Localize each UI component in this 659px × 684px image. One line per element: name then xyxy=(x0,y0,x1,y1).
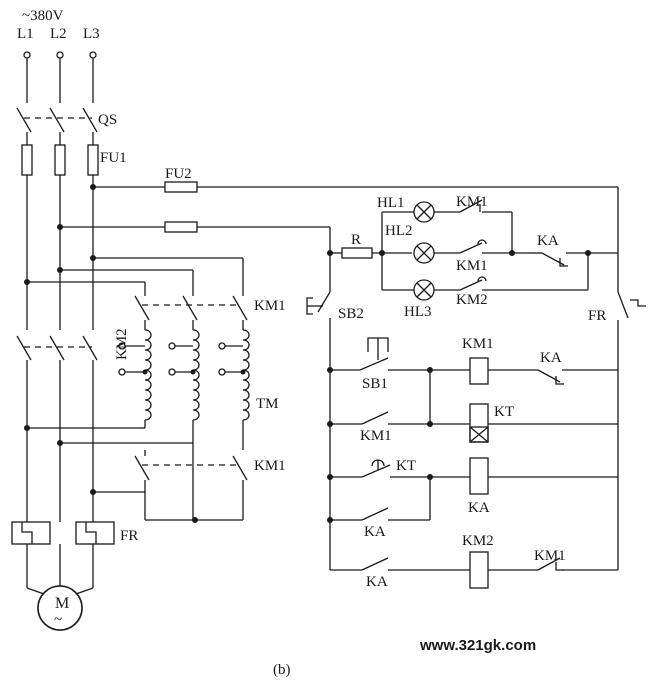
sb1-label: SB1 xyxy=(362,376,388,392)
fr-control-contact: FR xyxy=(588,291,646,324)
hl2-lamp xyxy=(413,242,435,264)
tm-coil-1 xyxy=(144,329,152,421)
main-circuit: QS FU1 KM2 xyxy=(11,58,243,631)
figure-caption: (b) xyxy=(273,662,291,678)
autotransformer-section: KM1 TM KM1 xyxy=(118,258,286,523)
hl1-label: HL1 xyxy=(377,195,405,211)
fu1-fuses: FU1 xyxy=(21,144,127,176)
power-supply: ~380V L1 L2 L3 xyxy=(17,8,100,59)
km1-hl2-label: KM1 xyxy=(456,258,488,274)
resistor-r xyxy=(341,247,373,259)
km2-main-contacts: KM2 xyxy=(16,328,130,361)
tm-coil-3 xyxy=(242,329,250,421)
hl2-label: HL2 xyxy=(385,223,413,239)
hl3-label: HL3 xyxy=(404,304,432,320)
km1-hl1-label: KM1 xyxy=(456,194,488,210)
qs-isolator: QS xyxy=(16,107,117,145)
km1-coil xyxy=(469,357,489,385)
fr-ctrl-label: FR xyxy=(588,308,606,324)
terminal-l1 xyxy=(23,51,31,59)
terminal-l2 xyxy=(56,51,64,59)
ka-coil xyxy=(469,457,489,495)
ka-lamp-label: KA xyxy=(537,233,559,249)
kt-coil xyxy=(469,403,489,443)
kt-contact-label: KT xyxy=(396,458,416,474)
fu2-label: FU2 xyxy=(165,166,192,182)
ka-r1-label: KA xyxy=(540,350,562,366)
km2-coil xyxy=(469,551,489,589)
km1-coil-label: KM1 xyxy=(462,336,494,352)
sb2-label: SB2 xyxy=(338,306,364,322)
watermark: www.321gk.com xyxy=(419,637,536,654)
terminal-l3 xyxy=(89,51,97,59)
sb2-stop-button: SB2 xyxy=(306,291,364,322)
km1-interlock-label: KM1 xyxy=(534,548,566,564)
supply-voltage: ~380V xyxy=(22,8,64,24)
r-label: R xyxy=(351,232,361,248)
motor-label: M xyxy=(55,595,69,612)
fr-main-label: FR xyxy=(120,528,138,544)
km2-coil-label: KM2 xyxy=(462,533,494,549)
kt-timed-contact: KT xyxy=(361,458,416,478)
ka-coil-label: KA xyxy=(468,500,490,516)
qs-label: QS xyxy=(98,112,117,128)
motor-symbol: ~ xyxy=(54,612,62,628)
km2-main-label: KM2 xyxy=(114,328,130,360)
km1-top-label: KM1 xyxy=(254,298,286,314)
tm-coil-2 xyxy=(192,329,200,421)
ka-hold-label: KA xyxy=(364,524,386,540)
motor: M ~ xyxy=(26,544,94,631)
phase-l3-label: L3 xyxy=(83,26,100,42)
phase-l1-label: L1 xyxy=(17,26,34,42)
sb1-start-button: SB1 xyxy=(359,337,389,392)
control-circuit: FU2 SB2 FR R xyxy=(164,166,646,590)
phase-l2-label: L2 xyxy=(50,26,67,42)
km2-hl3-label: KM2 xyxy=(456,292,488,308)
hl3-lamp xyxy=(413,279,435,301)
ka-r5-label: KA xyxy=(366,574,388,590)
km1-bottom-label: KM1 xyxy=(254,458,286,474)
km1-hold-label: KM1 xyxy=(360,428,392,444)
tm-label: TM xyxy=(256,396,279,412)
kt-coil-label: KT xyxy=(494,404,514,420)
fr-thermal-relay: FR xyxy=(11,521,138,545)
fu1-label: FU1 xyxy=(100,150,127,166)
hl1-lamp xyxy=(413,201,435,223)
fu2-fuse xyxy=(164,181,198,193)
fu2-fuse-2 xyxy=(164,221,198,233)
